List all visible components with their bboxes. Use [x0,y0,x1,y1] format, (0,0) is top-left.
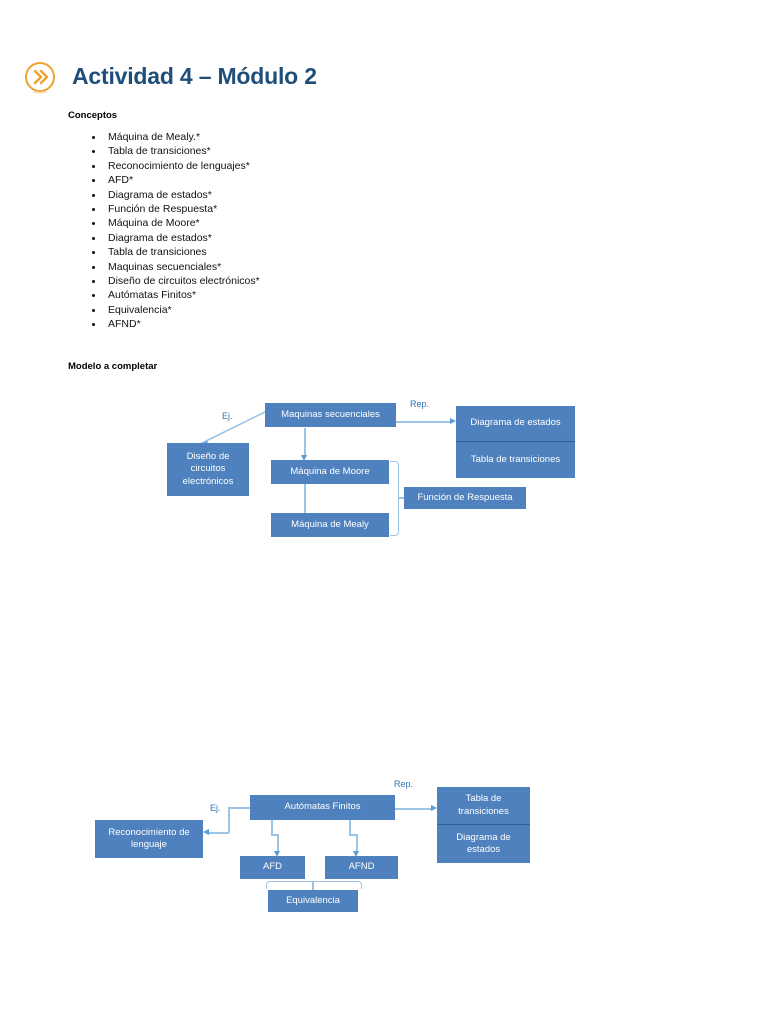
list-item: Equivalencia* [104,303,260,317]
list-item: Tabla de transiciones* [104,144,260,158]
list-item: Tabla de transiciones [104,245,260,259]
list-item: Reconocimiento de lenguajes* [104,159,260,173]
node-maquina-de-mealy[interactable]: Máquina de Mealy [271,513,389,537]
edge-label-ej: Ej. [222,411,233,421]
double-chevron-right-icon [22,59,58,95]
connector-automatas-afnd-v2 [356,834,358,852]
page-title: Actividad 4 – Módulo 2 [72,63,317,90]
edge-label-ej-2: Ej. [210,803,221,813]
concepts-heading: Conceptos [68,110,118,121]
node-diseno-circuitos-electronicos[interactable]: Diseño de circuitos electrónicos [167,443,249,496]
arrowhead-to-moore [301,455,307,461]
node-maquina-de-moore[interactable]: Máquina de Moore [271,460,389,484]
list-item: Autómatas Finitos* [104,288,260,302]
connector-automatas-to-tabla [395,808,431,810]
node-maquinas-secuenciales[interactable]: Maquinas secuenciales [265,403,396,427]
list-item: Diseño de circuitos electrónicos* [104,274,260,288]
node-automatas-finitos[interactable]: Autómatas Finitos [250,795,395,820]
arrowhead-to-afd [274,851,280,857]
connector-secuenciales-to-diagrama [396,421,450,423]
connector-automatas-afd-h [271,834,278,836]
list-item: Función de Respuesta* [104,202,260,216]
list-item: AFD* [104,173,260,187]
arrowhead-to-afnd [353,851,359,857]
node-reconocimiento-de-lenguaje[interactable]: Reconocimiento de lenguaje [95,820,203,858]
model-heading: Modelo a completar [68,361,158,372]
bracket-moore-mealy [390,461,399,536]
node-diagrama-de-estados[interactable]: Diagrama de estados [456,406,575,442]
node-funcion-de-respuesta[interactable]: Función de Respuesta [404,487,526,509]
edge-label-rep: Rep. [410,399,430,409]
node-tabla-de-transiciones-2[interactable]: Tabla de transiciones [437,787,530,825]
list-item: Máquina de Mealy.* [104,130,260,144]
list-item: Diagrama de estados* [104,231,260,245]
node-equivalencia[interactable]: Equivalencia [268,890,358,912]
connector-automatas-afnd-h [349,834,357,836]
connector-automatas-afnd-v1 [349,820,351,835]
connector-automatas-afd-v2 [277,834,279,852]
node-group-representaciones-2[interactable]: Tabla de transiciones Diagrama de estado… [437,787,530,863]
connector-elbow-to-reconocimiento [209,832,229,834]
list-item: AFND* [104,317,260,331]
connector-bracket-to-equivalencia [312,882,314,890]
node-tabla-de-transiciones[interactable]: Tabla de transiciones [470,453,561,465]
node-group-representaciones[interactable]: Diagrama de estados Tabla de transicione… [456,406,575,478]
connector-automatas-afd-v1 [271,820,273,835]
list-item: Maquinas secuenciales* [104,260,260,274]
arrowhead-to-reconocimiento [203,828,209,835]
bracket-afd-afnd [266,881,362,889]
node-diagrama-de-estados-2[interactable]: Diagrama de estados [456,831,511,856]
edge-label-rep-2: Rep. [394,779,414,789]
connector-secuenciales-to-moore [304,428,306,455]
arrowhead-to-diagrama-estados [450,417,456,424]
connector-moore-to-mealy [304,484,306,513]
connector-bracket-to-funcion [398,497,408,499]
arrowhead-to-tabla-transiciones [431,804,437,811]
connector-automatas-left-v [228,807,230,833]
concepts-list: Máquina de Mealy.* Tabla de transiciones… [78,130,260,332]
connector-automatas-left-h [228,807,252,809]
node-afd[interactable]: AFD [240,856,305,879]
node-afnd[interactable]: AFND [325,856,398,879]
list-item: Diagrama de estados* [104,188,260,202]
list-item: Máquina de Moore* [104,216,260,230]
page-header: Actividad 4 – Módulo 2 [22,50,317,104]
